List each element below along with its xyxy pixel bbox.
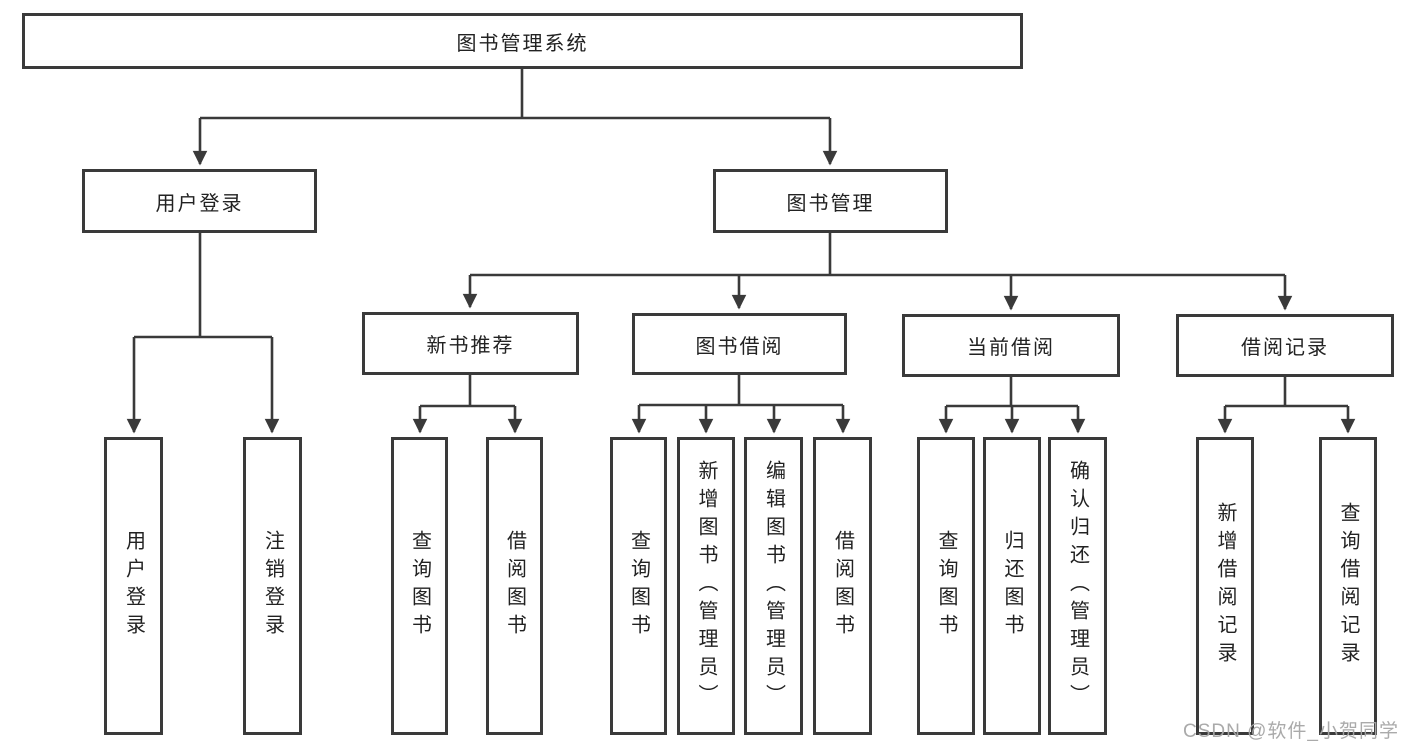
leaf-query-books-current: 查询图书 (917, 437, 975, 735)
leaf-confirm-return-admin: 确认归还（管理员） (1048, 437, 1107, 735)
leaf-user-login: 用户登录 (104, 437, 163, 735)
node-book-borrow: 图书借阅 (632, 313, 847, 375)
node-current-borrow: 当前借阅 (902, 314, 1120, 377)
leaf-query-borrow-record: 查询借阅记录 (1319, 437, 1377, 735)
node-library-system: 图书管理系统 (22, 13, 1023, 69)
leaf-add-borrow-record: 新增借阅记录 (1196, 437, 1254, 735)
leaf-query-books-recommend: 查询图书 (391, 437, 448, 735)
leaf-return-book: 归还图书 (983, 437, 1041, 735)
leaf-borrow-books-borrow: 借阅图书 (813, 437, 872, 735)
leaf-query-books-borrow: 查询图书 (610, 437, 667, 735)
node-new-book-recommend: 新书推荐 (362, 312, 579, 375)
leaf-add-book-admin: 新增图书（管理员） (677, 437, 735, 735)
watermark: CSDN @软件_小贺同学 (1183, 721, 1399, 742)
leaf-borrow-books-recommend: 借阅图书 (486, 437, 543, 735)
node-book-management: 图书管理 (713, 169, 948, 233)
node-user-login: 用户登录 (82, 169, 317, 233)
leaf-logout: 注销登录 (243, 437, 302, 735)
node-borrow-records: 借阅记录 (1176, 314, 1394, 377)
leaf-edit-book-admin: 编辑图书（管理员） (744, 437, 803, 735)
